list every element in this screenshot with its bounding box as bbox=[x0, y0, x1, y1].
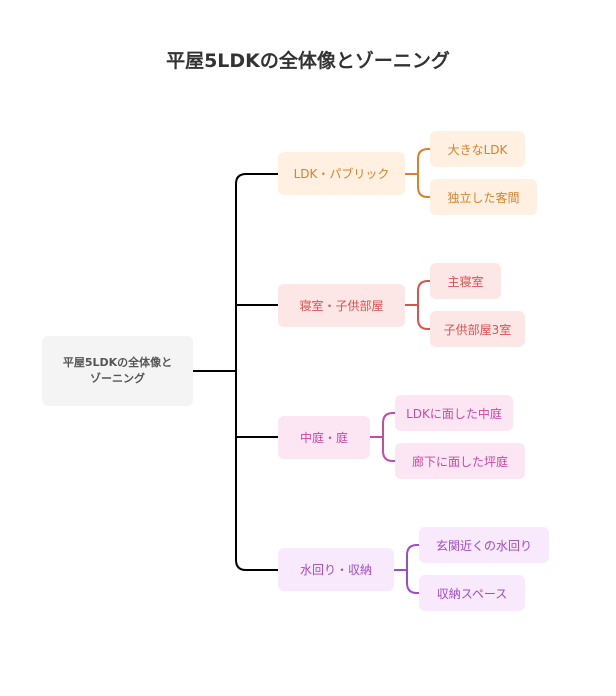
trunk-line bbox=[235, 173, 278, 571]
leaf-node-large-ldk: 大きなLDK bbox=[430, 131, 525, 167]
leaf-node-hall-garden: 廊下に面した坪庭 bbox=[395, 443, 525, 479]
leaf-node-guest-room: 独立した客間 bbox=[430, 179, 537, 215]
branch4-fork bbox=[406, 544, 419, 594]
diagram-title: 平屋5LDKの全体像とゾーニング bbox=[166, 50, 450, 72]
branch3-fork bbox=[382, 412, 395, 462]
root-label-line2: ゾーニング bbox=[90, 372, 145, 385]
branch-node-ldk-public: LDK・パブリック bbox=[278, 152, 405, 195]
leaf-node-kids-rooms: 子供部屋3室 bbox=[430, 311, 525, 347]
root-node: 平屋5LDKの全体像と ゾーニング bbox=[42, 336, 193, 406]
leaf-node-storage-space: 収納スペース bbox=[419, 575, 525, 611]
branch-node-courtyard: 中庭・庭 bbox=[278, 416, 370, 459]
branch1-fork bbox=[417, 148, 430, 198]
branch-node-bedrooms: 寝室・子供部屋 bbox=[278, 284, 405, 327]
leaf-node-master-bedroom: 主寝室 bbox=[430, 263, 501, 299]
leaf-node-entrance-water: 玄関近くの水回り bbox=[419, 527, 549, 563]
root-label-line1: 平屋5LDKの全体像と bbox=[62, 356, 173, 369]
branch2-fork bbox=[417, 280, 430, 330]
branch-node-water-storage: 水回り・収納 bbox=[278, 548, 394, 591]
leaf-node-ldk-courtyard: LDKに面した中庭 bbox=[395, 395, 513, 431]
